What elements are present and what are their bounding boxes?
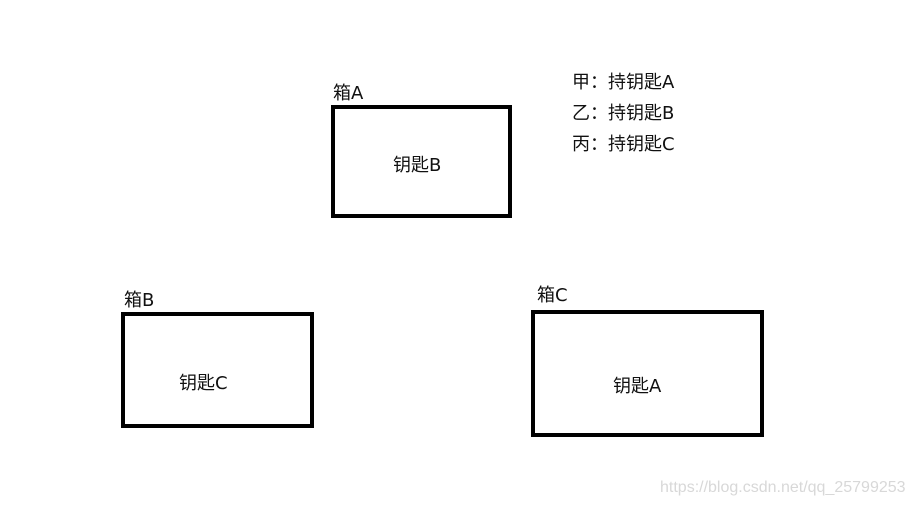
box-a-content: 钥匙B <box>393 155 442 176</box>
box-b-content: 钥匙C <box>179 373 228 394</box>
legend-item-jia: 甲：持钥匙A <box>572 72 675 93</box>
box-c-title: 箱C <box>537 285 568 306</box>
box-b: 钥匙C <box>121 312 314 428</box>
box-c: 钥匙A <box>531 310 764 437</box>
box-a: 钥匙B <box>331 105 512 218</box>
box-c-content: 钥匙A <box>613 376 662 397</box>
legend-item-bing: 丙：持钥匙C <box>572 134 675 155</box>
watermark-url: https://blog.csdn.net/qq_25799253 <box>660 479 906 496</box>
key-holders-legend: 甲：持钥匙A 乙：持钥匙B 丙：持钥匙C <box>572 73 675 166</box>
box-a-title: 箱A <box>333 83 364 104</box>
legend-item-yi: 乙：持钥匙B <box>572 103 675 124</box>
box-b-title: 箱B <box>124 290 155 311</box>
